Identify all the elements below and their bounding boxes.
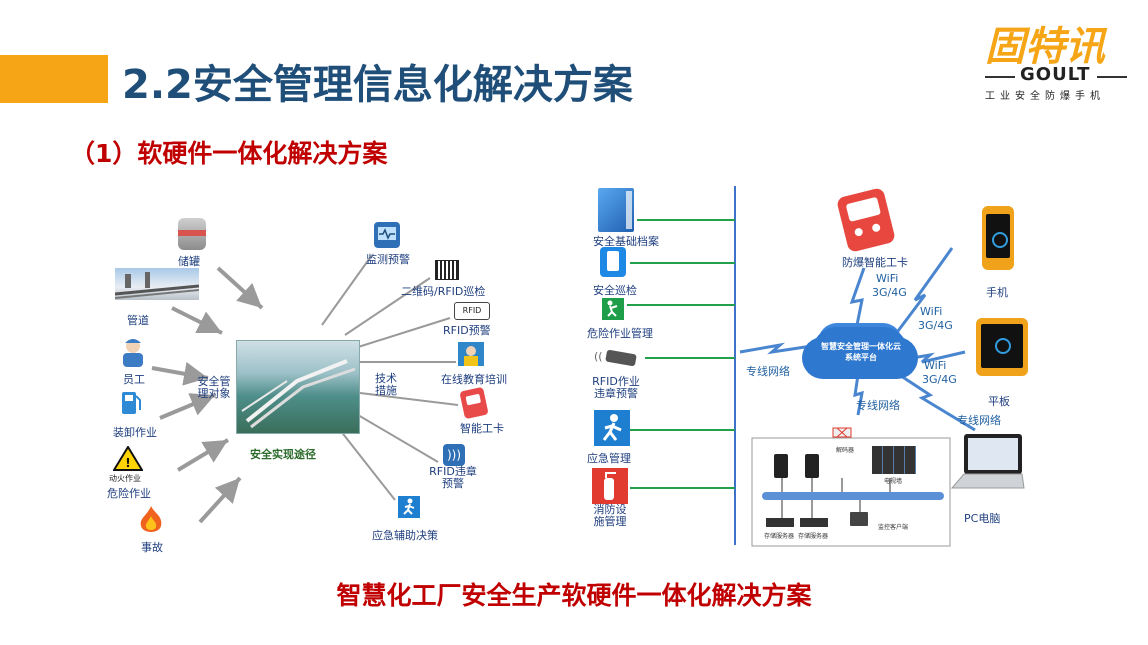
- network-label: 专线网络: [746, 365, 790, 378]
- tv-wall-label: 电视墙: [884, 478, 903, 485]
- tank-icon: [178, 218, 206, 250]
- fuel-pump-icon: [120, 390, 142, 416]
- right-left-item-label: 危险作业管理: [587, 327, 653, 340]
- decoder-icon: [832, 424, 852, 440]
- brand-logo-en: GOULT: [1020, 64, 1091, 85]
- emergency-exit-icon: [398, 496, 420, 518]
- page-title: 2.2安全管理信息化解决方案: [122, 62, 633, 108]
- hazard-icon-text: 动火作业: [109, 474, 141, 483]
- fire-extinguisher-icon: [592, 468, 628, 504]
- emergency-exit-icon: [594, 410, 630, 446]
- inspection-phone-icon: [600, 247, 626, 277]
- storage-label: 存储服务器: [798, 533, 829, 540]
- device-label-tablet: 平板: [988, 395, 1010, 408]
- right-left-item-label: 安全巡检: [593, 284, 637, 297]
- cellular-label: 3G/4G: [872, 286, 907, 299]
- device-label-pc: PC电脑: [964, 512, 1001, 525]
- left-item-label: 管道: [127, 314, 149, 327]
- plant-photo: [236, 340, 360, 434]
- fire-icon: [137, 504, 165, 534]
- network-label: 专线网络: [856, 399, 900, 412]
- right-item-label: 监测预警: [366, 253, 410, 266]
- right-item-label: 应急辅助决策: [372, 529, 438, 542]
- tv-wall-icon: [872, 446, 916, 474]
- title-accent-bar: [0, 55, 108, 103]
- wifi-label: WiFi: [876, 272, 899, 285]
- worker-icon: [119, 337, 147, 367]
- objects-label: 安全管理对象: [197, 375, 231, 400]
- right-left-item-label: RFID作业违章预警: [592, 375, 640, 400]
- monitor-icon: [374, 222, 400, 248]
- wifi-label: WiFi: [924, 359, 947, 372]
- rfid-tag-icon: RFID: [454, 302, 490, 320]
- danger-work-icon: [602, 298, 624, 320]
- hazard-warning-icon: !: [112, 445, 144, 472]
- left-item-label: 事故: [141, 541, 163, 554]
- logo-divider-right: [1097, 76, 1127, 78]
- right-left-item-label: 应急管理: [587, 452, 631, 465]
- network-label: 专线网络: [957, 414, 1001, 427]
- pipeline-icon: [114, 268, 200, 300]
- server-tower-icon: [805, 454, 819, 478]
- right-item-label: RFID违章预警: [429, 465, 477, 490]
- decoder-label: 解码器: [836, 447, 855, 454]
- right-item-label: 二维码/RFID巡检: [401, 285, 486, 298]
- measures-label: 技术措施: [375, 372, 397, 397]
- device-label-phone: 手机: [986, 286, 1008, 299]
- left-item-label: 危险作业: [107, 487, 151, 500]
- left-item-label: 装卸作业: [113, 426, 157, 439]
- cloud-label: 智慧安全管理一体化云系统平台: [821, 342, 901, 362]
- monitor-client-icon: [850, 512, 868, 526]
- tablet-icon: [976, 318, 1028, 376]
- archive-book-icon: [598, 188, 634, 232]
- left-item-label: 储罐: [178, 255, 200, 268]
- svg-text:((: ((: [594, 350, 603, 363]
- brand-logo-cn: 固特讯: [985, 24, 1105, 70]
- section-subtitle: （1）软硬件一体化解决方案: [70, 139, 388, 168]
- qr-code-icon: [435, 260, 459, 280]
- storage-server-icon: [766, 518, 794, 527]
- left-item-label: 员工: [123, 373, 145, 386]
- right-item-label: 智能工卡: [460, 422, 504, 435]
- diagram-caption: 智慧化工厂安全生产软硬件一体化解决方案: [336, 581, 812, 610]
- monitor-client-label: 监控客户端: [878, 524, 909, 531]
- wifi-label: WiFi: [920, 305, 943, 318]
- server-tower-icon: [774, 454, 788, 478]
- rfid-reader-icon: ((: [592, 346, 642, 368]
- laptop-icon: [950, 432, 1026, 492]
- storage-label: 存储服务器: [764, 533, 795, 540]
- storage-server-icon: [800, 518, 828, 527]
- right-item-label: 在线教育培训: [441, 373, 507, 386]
- cellular-label: 3G/4G: [918, 319, 953, 332]
- logo-divider-left: [985, 76, 1015, 78]
- phone-icon: [982, 206, 1014, 270]
- right-item-label: RFID预警: [443, 324, 491, 337]
- brand-tagline: 工业安全防爆手机: [985, 91, 1105, 102]
- right-left-item-label: 消防设施管理: [593, 503, 627, 528]
- cloud-platform: [812, 327, 908, 377]
- training-icon: [458, 342, 484, 366]
- center-label: 安全实现途径: [250, 448, 316, 461]
- rfid-wave-icon: ))): [443, 444, 465, 466]
- device-label-card: 防爆智能工卡: [842, 256, 908, 269]
- right-left-item-label: 安全基础档案: [593, 235, 659, 248]
- svg-text:!: !: [125, 456, 130, 470]
- cellular-label: 3G/4G: [922, 373, 957, 386]
